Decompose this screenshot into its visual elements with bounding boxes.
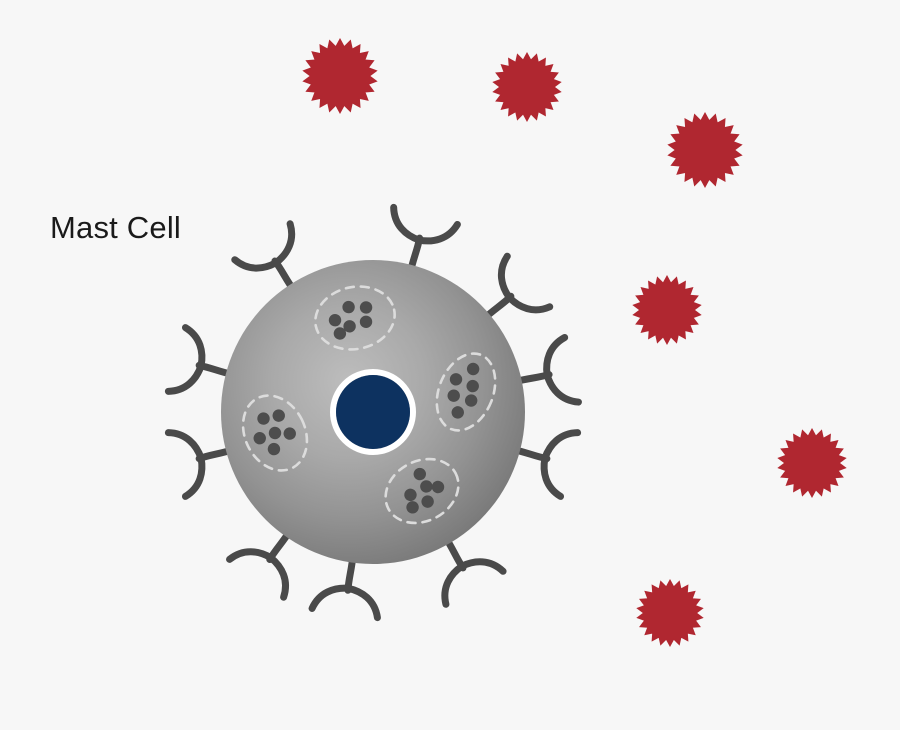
receptor-arm-left — [181, 454, 206, 500]
granule-dot — [268, 426, 282, 440]
receptor-arm-right — [415, 220, 461, 245]
receptor-arm-left — [344, 584, 381, 622]
granule-dot — [451, 406, 464, 419]
receptor-arm-left — [541, 429, 582, 462]
granule-layer — [231, 279, 506, 536]
granule-dot — [466, 379, 479, 393]
allergen-particle[interactable] — [667, 111, 743, 189]
cytoplasmic-granule[interactable] — [374, 447, 469, 536]
allergen-particle[interactable] — [492, 51, 562, 123]
granule-dot — [267, 442, 281, 456]
allergen-particle[interactable] — [632, 274, 702, 346]
receptor-layer — [164, 203, 582, 622]
receptor-arm-right — [543, 371, 582, 406]
granule-dot — [420, 480, 433, 493]
granule-outline — [435, 352, 497, 432]
receptor-arm-left — [543, 334, 569, 379]
granule-dot — [404, 488, 417, 502]
granule-dot — [464, 394, 478, 407]
receptor-arm-right — [164, 429, 205, 462]
receptor-arm-left — [390, 203, 423, 244]
nucleus[interactable] — [330, 369, 416, 455]
cytoplasmic-granule[interactable] — [426, 345, 506, 439]
granule-dot — [447, 389, 460, 402]
granule-dot — [342, 300, 355, 314]
receptor-arm-right — [226, 548, 275, 563]
mast-cell-label: Mast Cell — [50, 210, 181, 245]
cytoplasmic-granule[interactable] — [309, 279, 400, 356]
receptor-arm-right — [272, 220, 296, 267]
allergen-particle[interactable] — [636, 578, 704, 648]
granule-outline — [241, 394, 309, 472]
allergen-layer — [302, 37, 847, 648]
granule-dot — [343, 320, 356, 333]
nucleus-ring — [330, 369, 416, 455]
granule-dot — [359, 301, 373, 314]
receptor-arm-left — [458, 558, 507, 575]
granule-dot — [449, 373, 463, 386]
granule-dot — [272, 409, 285, 422]
granule-dot — [406, 501, 419, 514]
receptor-arm-right — [181, 324, 206, 370]
allergen-particle[interactable] — [302, 37, 378, 115]
granule-outline — [314, 285, 396, 351]
nucleus-core — [336, 375, 410, 449]
receptor-arm-right — [441, 562, 466, 608]
granule-dot — [466, 362, 480, 376]
receptor-arm-right — [308, 584, 352, 612]
granule-outline — [384, 457, 460, 525]
allergen-particle[interactable] — [777, 427, 847, 499]
receptor-arm-right — [540, 454, 565, 500]
receptor-arm-left — [164, 362, 205, 395]
granule-dot — [257, 412, 270, 425]
receptor-arm-left — [267, 554, 290, 601]
receptor-arm-left — [231, 256, 280, 272]
granule-dot — [333, 327, 347, 340]
granule-dot — [431, 480, 445, 494]
granule-dot — [413, 467, 426, 481]
receptor-arm-left — [497, 252, 513, 302]
granule-dot — [283, 427, 296, 440]
granule-dot — [328, 314, 342, 327]
cytoplasmic-granule[interactable] — [231, 385, 319, 481]
receptor-arm-right — [505, 294, 554, 314]
granule-dot — [421, 495, 434, 508]
granule-dot — [253, 432, 266, 445]
granule-dot — [359, 315, 373, 328]
